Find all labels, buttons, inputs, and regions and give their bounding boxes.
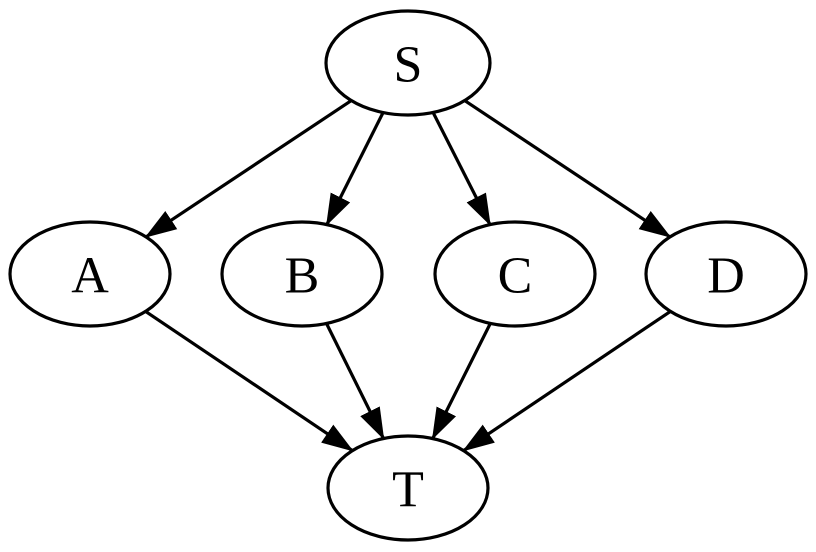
node-ellipse-B bbox=[220, 220, 384, 328]
node-ellipse-A bbox=[8, 220, 172, 328]
node-D: D bbox=[644, 220, 808, 328]
node-A: A bbox=[8, 220, 172, 328]
node-label-A: A bbox=[71, 248, 109, 305]
node-label-D: D bbox=[707, 248, 745, 305]
node-label-S: S bbox=[394, 37, 423, 94]
node-B: B bbox=[220, 220, 384, 328]
node-label-C: C bbox=[498, 248, 533, 305]
node-ellipse-D bbox=[644, 220, 808, 328]
edge-S-B bbox=[325, 111, 385, 227]
edge-S-D bbox=[463, 99, 672, 239]
node-S: S bbox=[324, 9, 492, 117]
node-label-T: T bbox=[392, 462, 424, 519]
edge-S-A bbox=[144, 99, 353, 239]
node-ellipse-T bbox=[326, 434, 490, 542]
edge-A-T bbox=[144, 310, 354, 452]
edge-D-T bbox=[462, 310, 672, 452]
node-C: C bbox=[433, 220, 597, 328]
node-ellipse-C bbox=[433, 220, 597, 328]
node-label-B: B bbox=[285, 248, 320, 305]
edge-B-T bbox=[325, 322, 385, 440]
edge-S-C bbox=[431, 111, 492, 227]
node-T: T bbox=[326, 434, 490, 542]
edge-C-T bbox=[431, 322, 492, 440]
node-ellipse-S bbox=[324, 9, 492, 117]
